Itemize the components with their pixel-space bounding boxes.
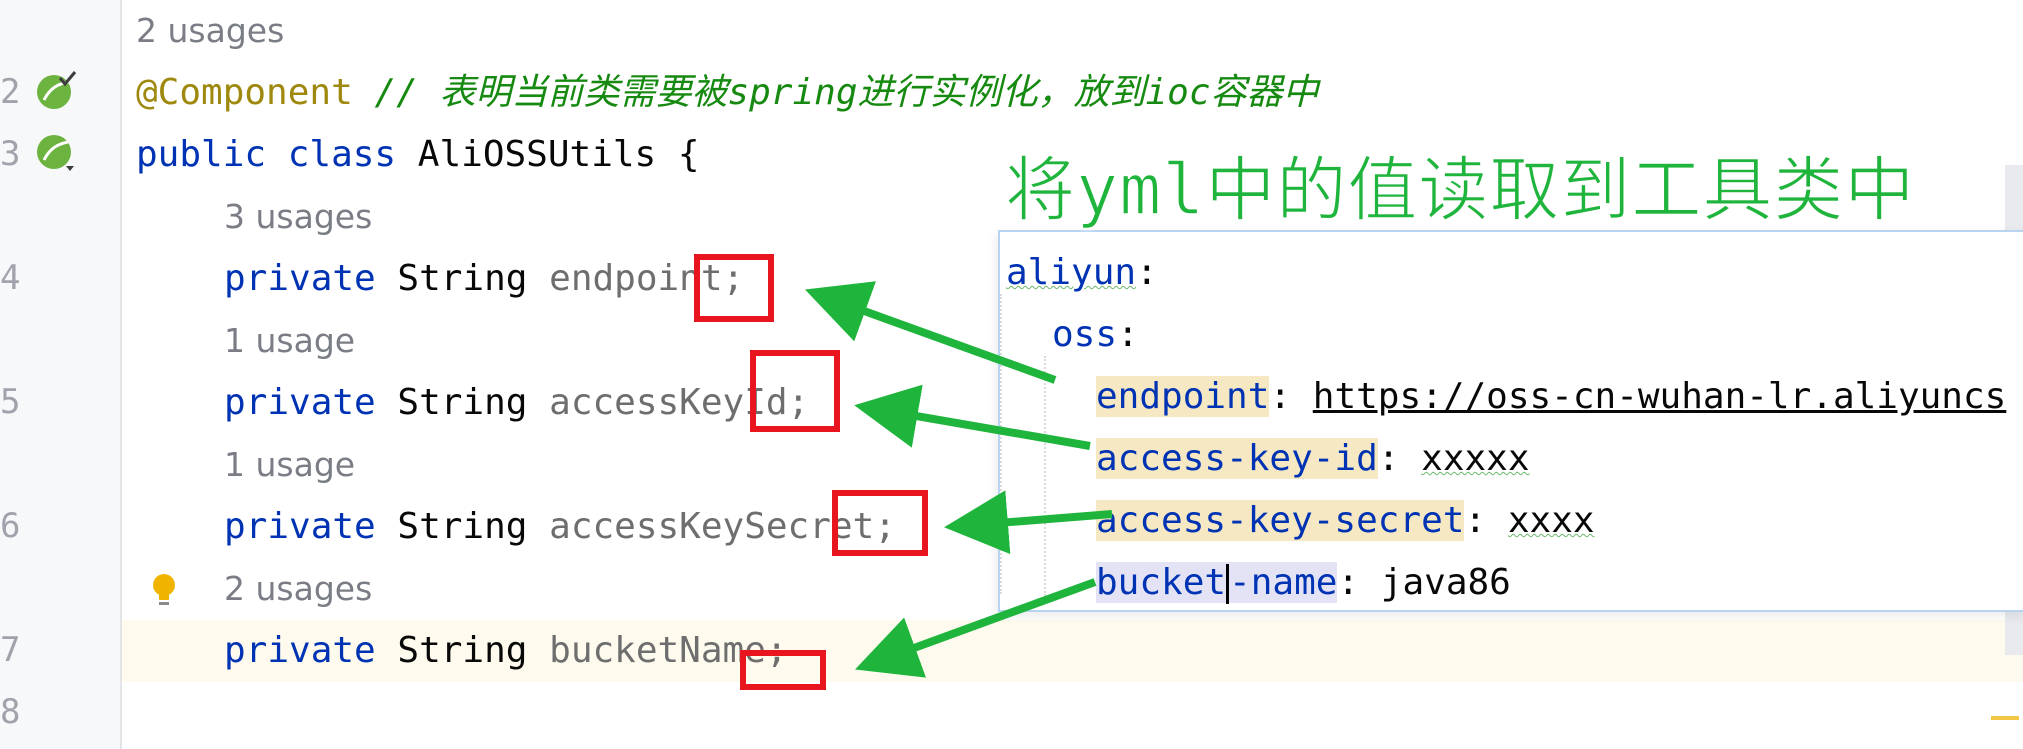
yml-line-bucket-name: bucket-name: java86 bbox=[1096, 562, 1511, 604]
arrow-endpoint bbox=[804, 281, 1057, 384]
yml-key: aliyun bbox=[1006, 252, 1137, 293]
code-line-class: public class AliOSSUtils { bbox=[136, 124, 700, 186]
field-endpoint: private String endpoint; bbox=[224, 248, 744, 310]
line-number: 3 bbox=[0, 134, 21, 174]
keyword-private: private bbox=[224, 382, 376, 423]
yml-value: xxxx bbox=[1507, 500, 1595, 541]
yml-key: access-key-id bbox=[1096, 438, 1378, 479]
yml-key: access-key-secret bbox=[1096, 500, 1465, 541]
highlight-box bbox=[694, 254, 774, 322]
field-name: accessKeySecret; bbox=[549, 506, 896, 547]
yml-preview-popup: aliyun: oss: endpoint: https://oss-cn-wu… bbox=[998, 230, 2023, 612]
arrow-access-key-id bbox=[854, 384, 1091, 450]
highlight-box bbox=[740, 650, 826, 690]
line-number: 7 bbox=[0, 630, 21, 670]
yml-value: xxxxx bbox=[1421, 438, 1530, 479]
usages-hint[interactable]: 3 usages bbox=[224, 197, 373, 236]
highlight-box bbox=[832, 490, 928, 556]
yml-key: bucket-name bbox=[1096, 562, 1338, 604]
usages-hint[interactable]: 1 usage bbox=[224, 321, 356, 360]
keyword-public: public bbox=[136, 134, 267, 175]
type-string: String bbox=[397, 382, 528, 423]
arrow-bucket-name bbox=[854, 578, 1097, 678]
yml-value: java86 bbox=[1380, 562, 1511, 603]
yml-line-section: oss: bbox=[1052, 314, 1139, 355]
code-line-annotation: @Component // 表明当前类需要被spring进行实例化，放到ioc容… bbox=[136, 62, 1319, 124]
type-string: String bbox=[397, 506, 528, 547]
spring-bean-check-icon[interactable] bbox=[36, 70, 78, 112]
yml-line-endpoint: endpoint: https://oss-cn-wuhan-lr.aliyun… bbox=[1096, 376, 2007, 417]
arrow-access-key-secret bbox=[944, 490, 1113, 555]
highlight-box bbox=[750, 350, 840, 432]
field-access-key-id: private String accessKeyId; bbox=[224, 372, 809, 434]
text-caret bbox=[1226, 564, 1230, 604]
keyword-private: private bbox=[224, 506, 376, 547]
line-number: 2 bbox=[0, 72, 21, 112]
field-name: accessKeyId; bbox=[549, 382, 810, 423]
field-access-key-secret: private String accessKeySecret; bbox=[224, 496, 896, 558]
yml-line-access-key-id: access-key-id: xxxxx bbox=[1096, 438, 1530, 479]
editor-gutter bbox=[0, 0, 122, 749]
lightbulb-icon[interactable] bbox=[150, 572, 178, 608]
yml-key: oss bbox=[1052, 314, 1118, 355]
line-number: 5 bbox=[0, 382, 21, 422]
usages-hint[interactable]: 1 usage bbox=[224, 445, 356, 484]
usages-hint[interactable]: 2 usages bbox=[224, 569, 373, 608]
yml-line-access-key-secret: access-key-secret: xxxx bbox=[1096, 500, 1595, 541]
keyword-class: class bbox=[287, 134, 397, 175]
keyword-private: private bbox=[224, 630, 376, 671]
line-number: 4 bbox=[0, 258, 21, 298]
type-string: String bbox=[397, 630, 528, 671]
comment: // 表明当前类需要被spring进行实例化，放到ioc容器中 bbox=[374, 72, 1319, 113]
yml-line-root: aliyun: bbox=[1006, 252, 1158, 293]
yml-value: https://oss-cn-wuhan-lr.aliyuncs bbox=[1312, 376, 2007, 417]
annotation: @Component bbox=[136, 72, 353, 113]
yml-key: endpoint bbox=[1096, 376, 1270, 417]
annotation-headline: 将yml中的值读取到工具类中 bbox=[1004, 149, 1916, 231]
spring-bean-icon[interactable] bbox=[36, 132, 78, 174]
scroll-marker bbox=[1991, 716, 2019, 720]
line-number: 8 bbox=[0, 692, 21, 732]
type-string: String bbox=[397, 258, 528, 299]
current-line-highlight bbox=[122, 620, 2023, 682]
usages-hint[interactable]: 2 usages bbox=[136, 11, 285, 50]
class-name: AliOSSUtils { bbox=[417, 134, 700, 175]
line-number: 6 bbox=[0, 506, 21, 546]
keyword-private: private bbox=[224, 258, 376, 299]
field-name: endpoint; bbox=[549, 258, 745, 299]
